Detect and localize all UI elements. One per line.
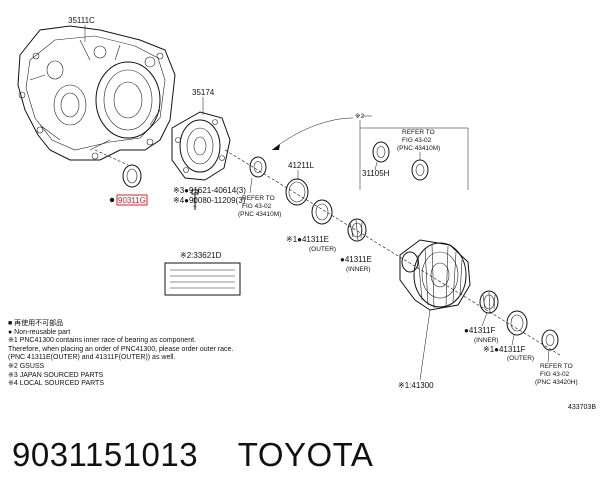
- legend-line: Therefore, when placing an order of PNC4…: [8, 345, 234, 353]
- refer-box-b: REFER TO FIG 43-02 (PNC 43410M): [397, 129, 440, 152]
- label-31105H: 31105H: [362, 169, 390, 178]
- label-41311E-inner: ●41311E: [340, 255, 372, 264]
- seal-ring-b: [411, 159, 429, 181]
- legend-line: ※2 GSUSS: [8, 362, 45, 370]
- oil-seal-part: [122, 164, 142, 188]
- label-mark2: ※2: [355, 113, 364, 120]
- label-90080: ※4●90080-11209(3): [173, 196, 246, 205]
- transaxle-housing: [17, 25, 176, 161]
- label-35174: 35174: [192, 88, 215, 97]
- label-33621D: ※2:33621D: [180, 251, 222, 260]
- legend-line: ■ 再使用不可部品: [8, 320, 64, 327]
- label-41311E-outer-sub: (OUTER): [309, 246, 336, 253]
- inner-bearing-41311E: [347, 218, 367, 242]
- label-41311E-outer: ※1●41311E: [286, 235, 329, 244]
- svg-text:REFER TO: REFER TO: [242, 195, 275, 202]
- drawing-number: 433703B: [567, 404, 596, 411]
- label-41211L: 41211L: [288, 161, 315, 170]
- svg-text:(PNC 43410M): (PNC 43410M): [397, 145, 440, 152]
- part-number: 9031151013: [12, 436, 199, 473]
- label-41300: ※1:41300: [398, 381, 434, 390]
- label-35111C: 35111C: [68, 16, 95, 25]
- case-cover-35174: [171, 111, 231, 181]
- seal-31105H: [372, 141, 390, 163]
- svg-text:FIG 43-02: FIG 43-02: [540, 371, 570, 378]
- exploded-parts-diagram: 35111C 90311G 35174 ※3●91621-40614(3) ※4…: [17, 16, 578, 390]
- inner-bearing-41311F: [479, 290, 499, 314]
- outer-race-41311E: [311, 199, 333, 225]
- label-highlighted-part[interactable]: 90311G: [118, 196, 146, 205]
- shim-41211L: [285, 178, 309, 206]
- legend-line: ※4 LOCAL SOURCED PARTS: [8, 380, 104, 388]
- legend-line: ※3 JAPAN SOURCED PARTS: [8, 371, 104, 379]
- legend-line: ● Non-reusable part: [8, 328, 71, 336]
- label-41311F-outer: ※1●41311F: [483, 345, 526, 354]
- seal-ring-a: [249, 156, 267, 178]
- label-41311E-inner-sub: (INNER): [346, 266, 371, 273]
- outer-race-41311F: [506, 310, 528, 336]
- highlighted-part-box[interactable]: [116, 194, 148, 206]
- legend: ■ 再使用不可部品 ● Non-reusable part ※1 PNC4130…: [8, 320, 338, 389]
- svg-text:REFER TO: REFER TO: [402, 129, 435, 136]
- footer-title: 9031151013 TOYOTA: [12, 436, 373, 474]
- label-41311F-inner: ●41311F: [464, 326, 495, 335]
- svg-text:(PNC 43420H): (PNC 43420H): [535, 379, 578, 386]
- svg-text:FIG 43-02: FIG 43-02: [242, 203, 272, 210]
- legend-line: (PNC 41311E(OUTER) and 41311F(OUTER)) as…: [8, 354, 176, 362]
- refer-box-c: REFER TO FIG 43-02 (PNC 43420H): [535, 363, 578, 386]
- label-41311F-outer-sub: (OUTER): [507, 355, 534, 362]
- legend-line: ※1 PNC41300 contains inner race of beari…: [8, 337, 196, 345]
- note-box-33621D: [164, 262, 241, 296]
- seal-ring-c: [541, 329, 559, 351]
- svg-text:FIG 43-02: FIG 43-02: [402, 137, 432, 144]
- label-41311F-inner-sub: (INNER): [474, 337, 499, 344]
- svg-text:(PNC 43410M): (PNC 43410M): [238, 211, 281, 218]
- brand-name: TOYOTA: [237, 436, 374, 473]
- differential-41300: [399, 239, 471, 311]
- bolt: [191, 189, 199, 210]
- label-91621: ※3●91621-40614(3): [173, 186, 246, 195]
- svg-text:REFER TO: REFER TO: [540, 363, 573, 370]
- refer-box-a: REFER TO FIG 43-02 (PNC 43410M): [238, 195, 281, 218]
